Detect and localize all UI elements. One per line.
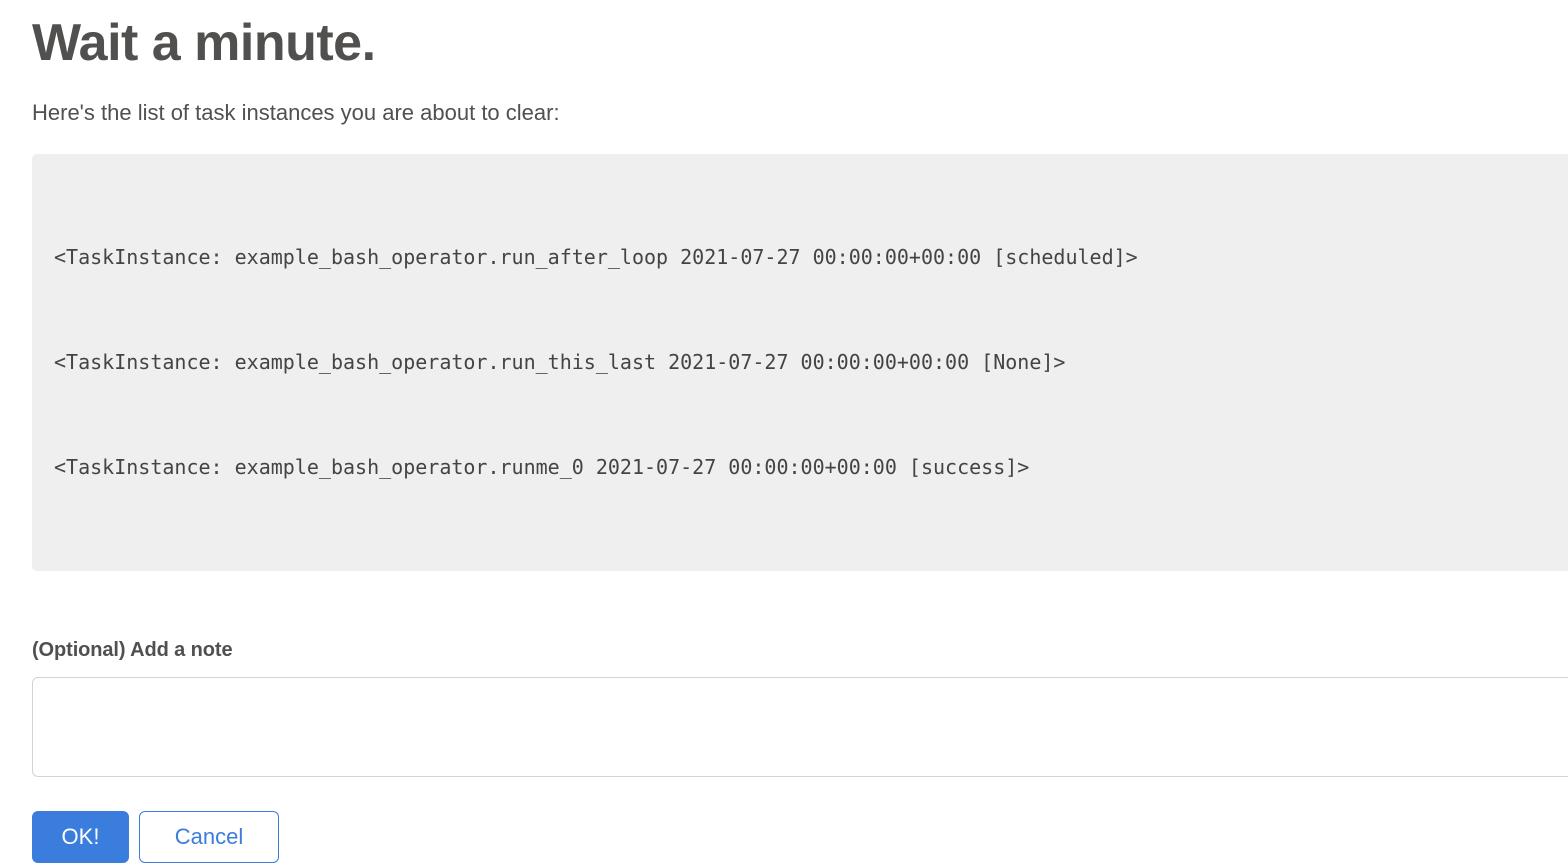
- lead-description: Here's the list of task instances you ar…: [32, 99, 560, 125]
- page-title: Wait a minute.: [32, 14, 376, 72]
- task-instances-code-block: <TaskInstance: example_bash_operator.run…: [32, 153, 1568, 571]
- cancel-button[interactable]: Cancel: [139, 810, 279, 863]
- clear-task-instances-confirmation-page: Wait a minute. Here's the list of task i…: [32, 14, 1568, 863]
- ok-button[interactable]: OK!: [32, 810, 129, 863]
- task-instance-line: <TaskInstance: example_bash_operator.run…: [54, 349, 1066, 374]
- note-input[interactable]: [32, 676, 1568, 777]
- action-button-row: OK! Cancel: [32, 810, 1568, 863]
- task-instance-line: <TaskInstance: example_bash_operator.run…: [54, 244, 1138, 269]
- task-instance-line: <TaskInstance: example_bash_operator.run…: [54, 454, 1030, 479]
- note-field-label: (Optional) Add a note: [32, 638, 233, 661]
